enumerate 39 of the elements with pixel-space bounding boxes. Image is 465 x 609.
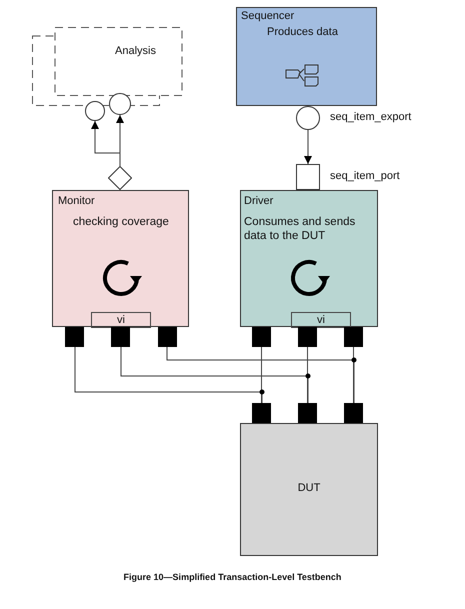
port-square	[252, 403, 271, 423]
port-square	[344, 327, 363, 347]
sequencer-box	[236, 7, 377, 106]
wire	[261, 346, 262, 404]
wire	[307, 346, 308, 404]
wire	[166, 346, 354, 404]
wire	[353, 346, 354, 404]
arrow	[304, 130, 312, 164]
description-text: Produces data	[267, 26, 339, 40]
port-square	[111, 327, 130, 347]
analysis-box	[32, 27, 183, 106]
monitor-box	[52, 190, 189, 327]
heading-text: Monitor	[58, 195, 96, 208]
component-label: DUT	[296, 482, 322, 496]
port-label: seq_item_export	[330, 111, 412, 124]
port-circle	[109, 93, 131, 115]
port-square	[65, 327, 84, 347]
port-square	[344, 403, 363, 423]
component-label: Analysis	[114, 45, 157, 58]
port-label: seq_item_port	[330, 170, 400, 184]
port-square	[298, 327, 317, 347]
wire	[74, 346, 262, 404]
heading-text: Driver	[244, 195, 274, 208]
port-circle	[85, 101, 105, 121]
arrow	[116, 114, 124, 166]
interface-label: vi	[116, 313, 126, 327]
description-text: checking coverage	[73, 216, 170, 230]
port-square	[158, 327, 177, 347]
port-circle	[296, 106, 320, 130]
figure-caption: Figure 10—Simplified Transaction-Level Testbench	[122, 572, 342, 583]
port-square	[252, 327, 271, 347]
wire	[120, 346, 308, 404]
heading-text: Sequencer	[241, 10, 296, 24]
port-square	[298, 403, 317, 423]
description-text: Consumes and sends data to the DUT	[244, 216, 356, 244]
interface-label: vi	[316, 313, 326, 327]
driver-box	[240, 190, 378, 327]
dut-box	[240, 423, 378, 556]
port-square	[296, 164, 320, 190]
